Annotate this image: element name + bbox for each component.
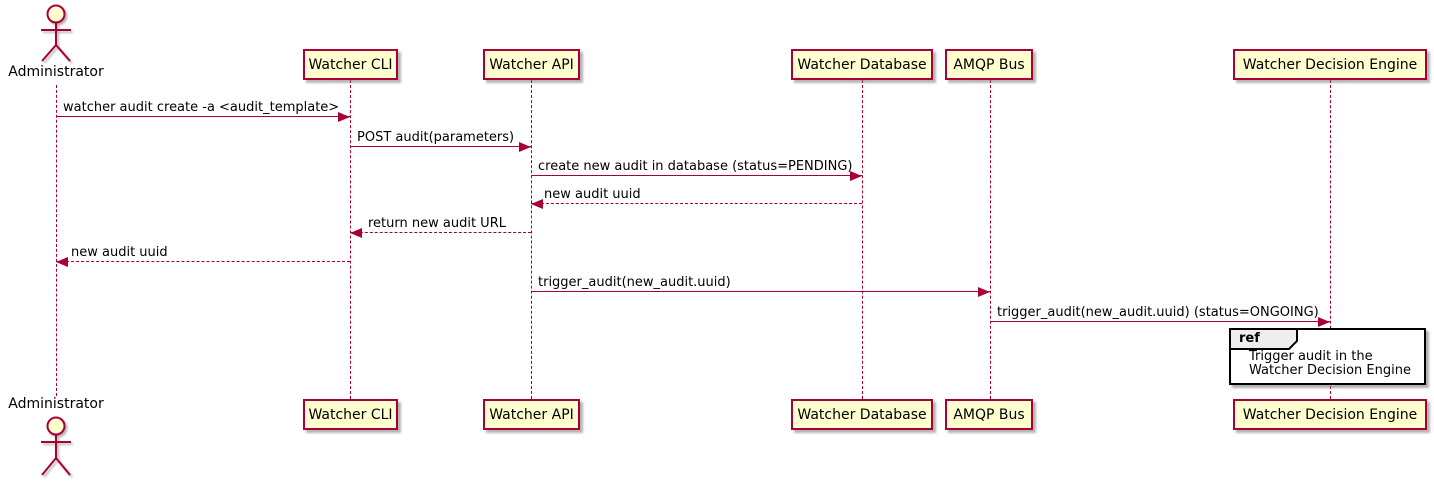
- participant-label: Watcher Database: [797, 56, 927, 73]
- lifeline-amqp-bus: [990, 80, 991, 399]
- message-label: POST audit(parameters): [357, 130, 515, 145]
- participant-amqp-bus-top: AMQP Bus: [945, 49, 1033, 80]
- message-arrow: [56, 261, 350, 262]
- arrowhead-left-icon: [56, 257, 68, 267]
- ref-tab-icon: [1229, 328, 1298, 350]
- ref-frame: ref Trigger audit in the Watcher Decisio…: [1229, 328, 1426, 385]
- actor-icon: [41, 4, 71, 62]
- participant-watcher-database-bottom: Watcher Database: [791, 399, 933, 430]
- ref-text: Trigger audit in the Watcher Decision En…: [1249, 350, 1411, 378]
- message-arrow: [350, 232, 531, 233]
- participant-watcher-decision-engine-bottom: Watcher Decision Engine: [1233, 399, 1427, 430]
- message-label: new audit uuid: [544, 187, 641, 202]
- participant-label: Watcher CLI: [308, 406, 393, 423]
- lifeline-watcher-decision-engine: [1330, 80, 1331, 399]
- lifeline-watcher-database: [862, 80, 863, 399]
- message-arrow: [531, 175, 862, 176]
- message-label: new audit uuid: [71, 245, 168, 260]
- ref-text-line: Watcher Decision Engine: [1249, 363, 1411, 378]
- arrowhead-right-icon: [978, 287, 990, 297]
- participant-label: AMQP Bus: [953, 56, 1025, 73]
- ref-text-line: Trigger audit in the: [1249, 349, 1373, 364]
- participant-label: Watcher Database: [797, 406, 927, 423]
- participant-watcher-cli-bottom: Watcher CLI: [303, 399, 398, 430]
- participant-label: Watcher Decision Engine: [1242, 406, 1418, 423]
- message-arrow: [990, 321, 1330, 322]
- actor-label-top: Administrator: [8, 64, 104, 80]
- message-arrow: [56, 116, 350, 117]
- arrowhead-right-icon: [1318, 317, 1330, 327]
- lifeline-watcher-cli: [350, 80, 351, 399]
- participant-label: Watcher CLI: [308, 56, 393, 73]
- arrowhead-right-icon: [519, 142, 531, 152]
- participant-label: Watcher API: [489, 406, 574, 423]
- arrowhead-right-icon: [338, 112, 350, 122]
- participant-amqp-bus-bottom: AMQP Bus: [945, 399, 1033, 430]
- lifeline-administrator: [56, 85, 57, 396]
- message-label: watcher audit create -a <audit_template>: [63, 100, 340, 115]
- message-arrow: [531, 291, 990, 292]
- actor-icon: [41, 416, 71, 476]
- arrowhead-left-icon: [531, 199, 543, 209]
- message-label: trigger_audit(new_audit.uuid): [538, 275, 731, 290]
- lifeline-watcher-api: [531, 80, 532, 399]
- participant-watcher-api-top: Watcher API: [483, 49, 580, 80]
- arrowhead-left-icon: [350, 228, 362, 238]
- ref-keyword: ref: [1239, 331, 1260, 346]
- arrowhead-right-icon: [850, 171, 862, 181]
- participant-label: AMQP Bus: [953, 406, 1025, 423]
- participant-watcher-api-bottom: Watcher API: [483, 399, 580, 430]
- message-arrow: [350, 146, 531, 147]
- participant-label: Watcher API: [489, 56, 574, 73]
- message-arrow: [531, 203, 862, 204]
- participant-watcher-database-top: Watcher Database: [791, 49, 933, 80]
- participant-label: Watcher Decision Engine: [1242, 56, 1418, 73]
- participant-watcher-decision-engine-top: Watcher Decision Engine: [1233, 49, 1427, 80]
- message-label: return new audit URL: [368, 216, 506, 231]
- participant-watcher-cli-top: Watcher CLI: [303, 49, 398, 80]
- message-label: trigger_audit(new_audit.uuid) (status=ON…: [997, 305, 1319, 320]
- message-label: create new audit in database (status=PEN…: [538, 159, 853, 174]
- actor-label-bottom: Administrator: [8, 396, 104, 412]
